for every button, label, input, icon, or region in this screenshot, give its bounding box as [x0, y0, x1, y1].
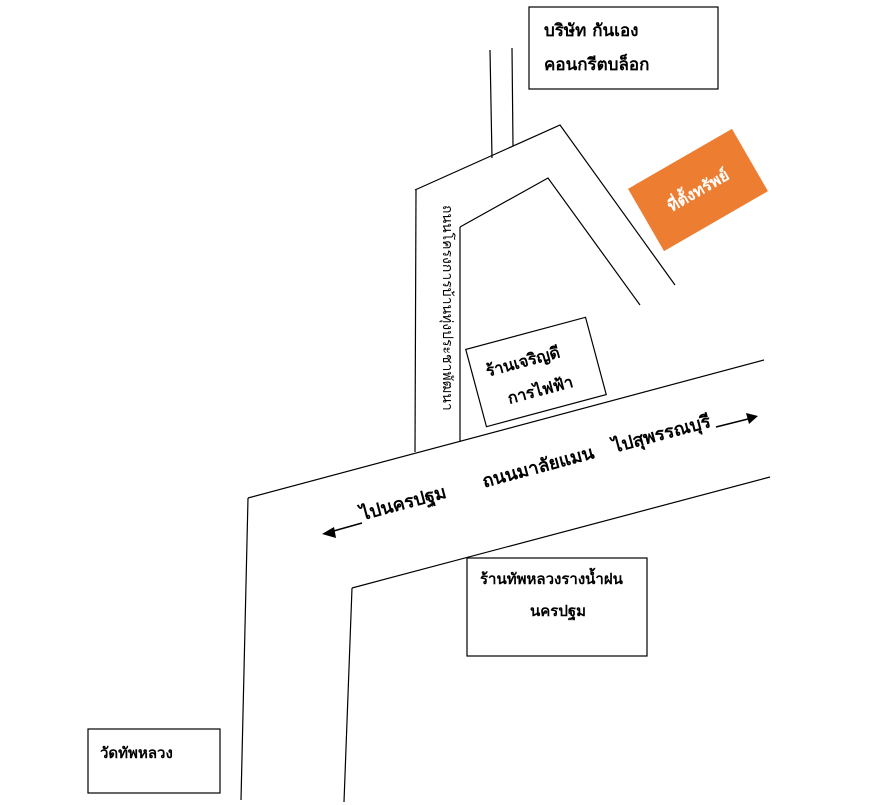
shop2-name-line2: นครปฐม — [530, 602, 586, 621]
company-label-box: บริษัท กันเอง คอนกรีตบล็อก — [528, 6, 719, 90]
property-box — [628, 128, 768, 252]
main-road-label: ถนนมาลัยแมน — [480, 442, 597, 492]
temple-label-box: วัดทัพหลวง — [87, 728, 221, 794]
property-marker: ที่ตั้งทรัพย์ — [628, 128, 768, 252]
to-nakhon-label: ไปนครปฐม — [356, 481, 449, 526]
arrow-to-nakhon — [322, 522, 363, 538]
main-road-bottom-edge — [351, 476, 771, 589]
company-name-line2: คอนกรีตบล็อก — [544, 52, 649, 75]
main-road-top-edge — [247, 359, 765, 499]
roads — [240, 47, 771, 803]
shop1-label-box: ร้านเจริญดี การไฟฟ้า — [465, 316, 607, 428]
lower-road-right-edge — [343, 587, 353, 803]
company-box — [528, 6, 719, 90]
shop2-box — [466, 557, 648, 657]
shop2-label-box: ร้านทัพหลวงรางน้ำฝน นครปฐม — [466, 557, 648, 657]
company-name-line1: บริษัท กันเอง — [544, 21, 639, 41]
lane-inner-edge — [459, 177, 641, 306]
side-road-left-edge — [414, 189, 417, 453]
shop1-box — [465, 316, 607, 428]
lane-outer-edge — [414, 124, 676, 286]
main-road-labels: ไปนครปฐม ถนนมาลัยแมน ไปสุพรรณบุรี — [356, 410, 713, 526]
top-lane-left-edge — [489, 49, 493, 159]
top-lane-right-edge — [511, 47, 514, 147]
temple-name: วัดทัพหลวง — [100, 744, 173, 762]
lower-road-left-edge — [240, 497, 249, 801]
arrow-to-suphan — [715, 413, 758, 428]
to-suphan-label: ไปสุพรรณบุรี — [608, 410, 713, 459]
shop2-name-line1: ร้านทัพหลวงรางน้ำฝน — [480, 567, 624, 588]
side-road-label: ถนนโครงการบ้านทุ่งประชาพัฒนา — [439, 205, 456, 411]
temple-box — [87, 728, 221, 794]
